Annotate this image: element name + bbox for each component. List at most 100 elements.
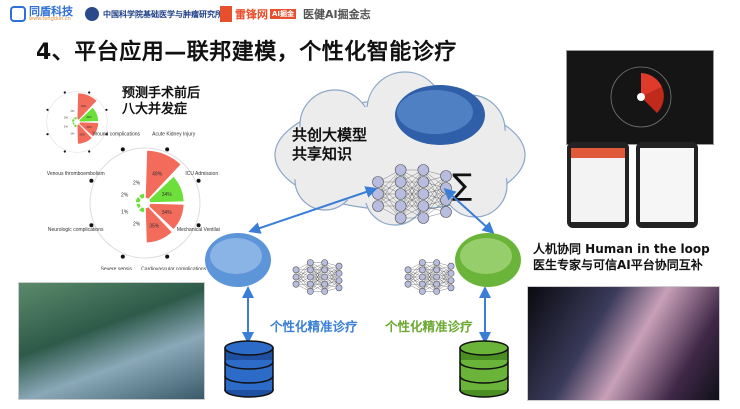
neuron [321, 266, 329, 274]
chart-dot [120, 147, 125, 152]
chart-dot [196, 223, 201, 228]
chart-dot [88, 150, 91, 153]
phone-screenshot-2 [636, 142, 698, 228]
neuron [394, 212, 407, 224]
complication-charts: 49%34%34%35%2%1%2%2% 49%Acute Kidney Inj… [46, 91, 220, 270]
yijian-logo: 医健AI掘金志 [303, 8, 371, 21]
neuron [417, 164, 430, 176]
neuron [394, 200, 407, 212]
neuron [404, 280, 412, 288]
chart-dot [89, 223, 94, 228]
human-loop-line-1: 人机协同 Human in the loop [533, 242, 710, 256]
chart-ring [89, 147, 201, 259]
value-label: 35% [149, 223, 160, 229]
page-title: 4、平台应用—联邦建模，个性化智能诊疗 [36, 40, 457, 65]
value-label: 2% [133, 221, 141, 227]
institute-name: 中国科学院基础医学与肿瘤研究所 [103, 9, 223, 19]
leiphone-badge: AI掘金 [270, 9, 297, 19]
chart-dot [63, 150, 66, 153]
small-radial-chart: 49%34%34%35%2%1%2%2% [46, 91, 108, 153]
neuron [417, 200, 430, 212]
database-right-icon [459, 340, 509, 398]
neuron [404, 266, 412, 274]
chart-dot [120, 254, 125, 259]
tongdun-url: www.tongdun.cn [29, 16, 71, 22]
caption-line-1: 预测手术前后 [122, 86, 201, 101]
category-label: Neurologic complications [48, 227, 104, 233]
phone-screenshot-1 [567, 142, 629, 228]
sync-arrow-right [443, 187, 495, 235]
neuron [417, 188, 430, 200]
left-site-label: 个性化精准诊疗 [270, 319, 358, 334]
value-label: 2% [121, 193, 129, 199]
leiphone-name: 雷锋网 [235, 8, 268, 21]
neuron [418, 288, 426, 295]
chart-sector [144, 149, 183, 201]
value-label: 1% [121, 209, 129, 215]
value-label: 2% [133, 181, 141, 187]
category-label: Mechanical Ventilation > 48 hours [177, 227, 220, 233]
database-left-icon [224, 340, 274, 398]
neuron [306, 266, 314, 274]
category-label: Cardiovascular complications [141, 266, 207, 270]
neuron [418, 280, 426, 288]
value-label: 2% [64, 115, 69, 119]
human-in-loop-caption: 人机协同 Human in the loop 医生专家与可信AI平台协同互补 [533, 241, 710, 273]
neuron [306, 259, 314, 266]
category-label: Venous thromboembolism [47, 171, 105, 177]
chart-sector [147, 175, 185, 204]
neuron [306, 273, 314, 281]
neuron [292, 273, 300, 281]
chart-sector [76, 123, 93, 145]
local-network-right-icon [404, 259, 455, 295]
value-label: 49% [152, 172, 163, 178]
neuron [394, 188, 407, 200]
radiotherapy-photo [527, 286, 720, 401]
chart-dot [105, 133, 108, 136]
sync-arrow-left [248, 186, 378, 234]
local-network-left-icon [292, 259, 343, 295]
neuron [447, 262, 455, 270]
neuron [433, 273, 441, 281]
tongdun-logo: 同盾科技 www.tongdun.cn [10, 4, 73, 24]
human-loop-line-2: 医生专家与可信AI平台协同互补 [533, 258, 703, 272]
value-label: 1% [64, 125, 69, 129]
chart-dot [63, 91, 66, 94]
neuron [335, 284, 343, 292]
neuron [418, 266, 426, 274]
value-label: 34% [86, 125, 92, 129]
chart-ring [46, 91, 108, 153]
neuron [447, 284, 455, 292]
cloud-caption-line-2: 共享知识 [292, 145, 353, 163]
value-label: 2% [70, 131, 75, 135]
neuron [433, 266, 441, 274]
value-label: 35% [79, 132, 85, 136]
cloud-caption-line-1: 共创大模型 [292, 126, 368, 144]
neuron [433, 288, 441, 295]
leiphone-mark-icon [220, 6, 232, 22]
chart-dot [46, 108, 49, 111]
chart-dot [165, 147, 170, 152]
chart-dot [196, 178, 201, 183]
chart-sector [78, 106, 99, 123]
neuron [394, 176, 407, 188]
cloud-caption: 共创大模型 共享知识 [292, 126, 367, 164]
chart-dot [88, 91, 91, 94]
neuron [418, 273, 426, 281]
chart-dot [105, 108, 108, 111]
circular-chart-screenshot [566, 50, 714, 145]
category-label: Severe sepsis [101, 266, 133, 270]
chart-sector [78, 121, 99, 138]
surgery-photo [18, 282, 205, 400]
category-label: Wound complications [93, 132, 141, 138]
caption-line-2: 八大并发症 [122, 102, 188, 117]
chart-sector [72, 116, 78, 121]
leiphone-logo: 雷锋网 AI掘金 [220, 4, 297, 24]
neuron [335, 269, 343, 277]
institute-logo: 中国科学院基础医学与肿瘤研究所 [85, 4, 223, 24]
neuron [292, 266, 300, 274]
neuron [335, 262, 343, 270]
neuron [394, 164, 407, 176]
